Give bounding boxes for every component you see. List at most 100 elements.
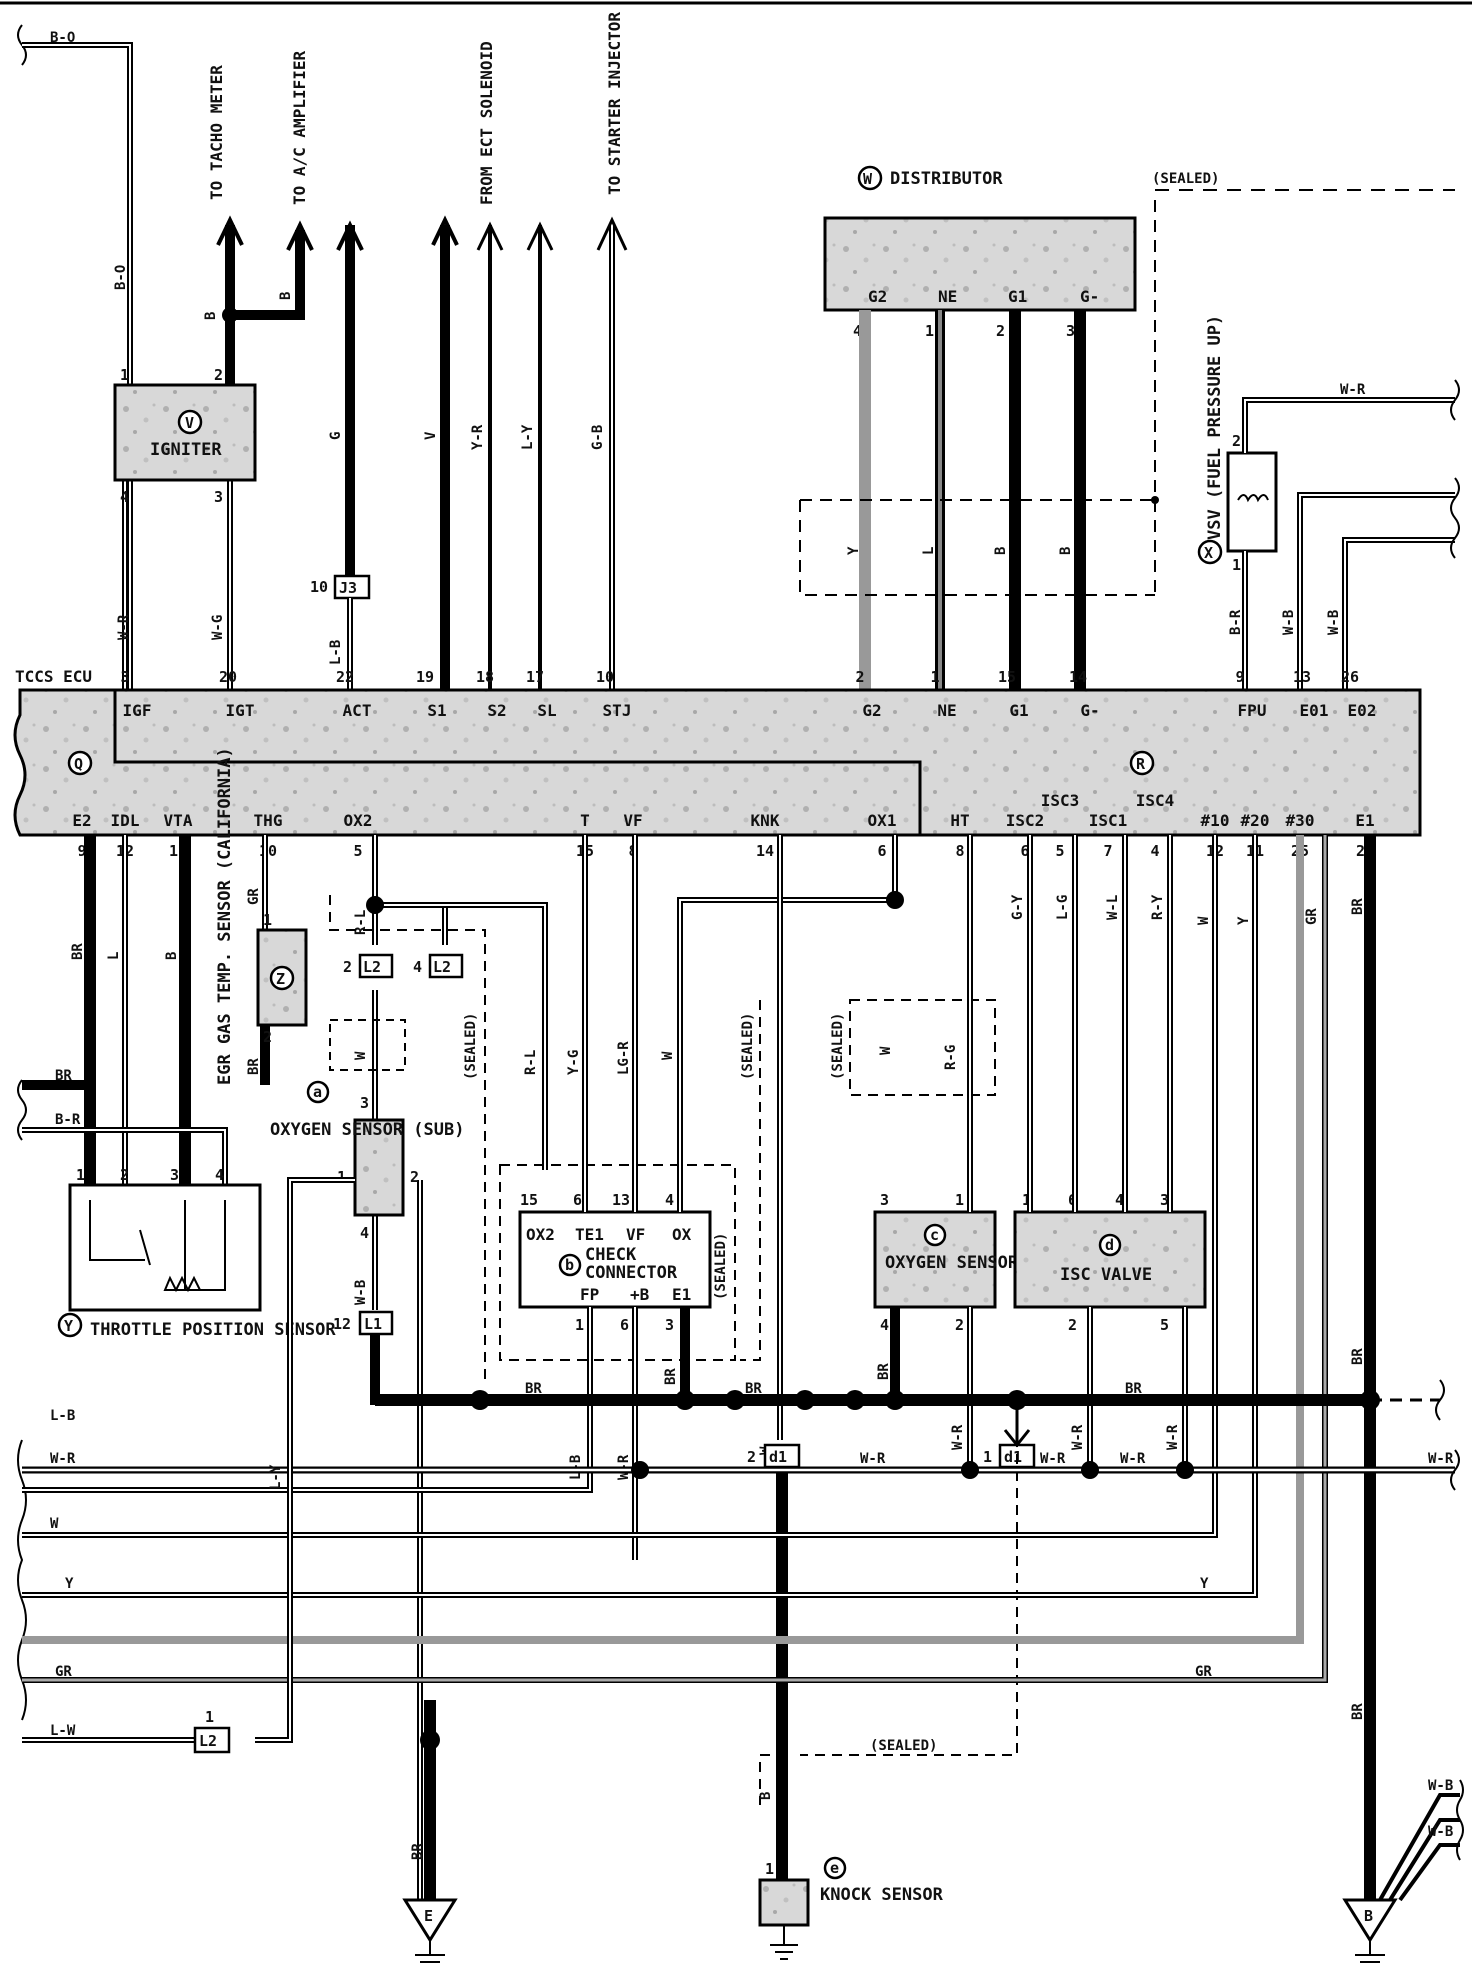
ecu-lower-pin-ox2: 5	[353, 842, 362, 860]
wr-bus	[22, 1449, 1460, 1491]
isc-name: ISC VALVE	[1060, 1265, 1152, 1285]
throttle-pin-3: 3	[170, 1166, 179, 1184]
distributor-term-g-: G-	[1080, 287, 1099, 306]
throttle-wires	[22, 835, 270, 1185]
ecu-lower-pin-isc4: 4	[1150, 842, 1159, 860]
wire-v-label: V	[423, 431, 439, 440]
ecu-lower-term-knk: KNK	[751, 811, 780, 830]
distributor-term-g1: G1	[1008, 287, 1027, 306]
ecu-upper-term-sl: SL	[537, 701, 556, 720]
igniter-letter: V	[185, 414, 194, 432]
ecu-upper-term-igf: IGF	[123, 701, 152, 720]
splice-tacho	[222, 307, 238, 323]
wire-yr-label: Y-R	[470, 424, 486, 450]
ecu-upper-term-igt: IGT	[226, 701, 255, 720]
left-break-bottom	[17, 1439, 27, 1721]
connector-l1-label: L1	[364, 1315, 382, 1333]
knk-wire	[776, 835, 788, 1890]
check-term-vf: VF	[626, 1225, 645, 1244]
distributor-pin-3: 3	[1066, 322, 1075, 340]
wire-br-vsv: B-R	[1228, 609, 1244, 635]
wire-lw-left: L-W	[50, 1723, 76, 1739]
ecu-lower-pin-e2: 9	[77, 842, 86, 860]
wire-lr-left: B-R	[55, 1112, 81, 1128]
ecu-title: TCCS ECU	[15, 667, 92, 686]
wire-wb-ox2: W-B	[353, 1280, 369, 1305]
check-pin-15: 15	[520, 1191, 538, 1209]
wire-w-10: W	[1196, 916, 1212, 925]
ecu-lower-term-vta: VTA	[164, 811, 193, 830]
igniter-letter-circle	[177, 409, 203, 435]
connector-l2a-label: L2	[363, 958, 381, 976]
throttle-letter: Y	[64, 1317, 73, 1335]
wire-ry: R-Y	[1150, 894, 1166, 920]
ecu-lower-term-isc2: ISC2	[1006, 811, 1045, 830]
vsv-pin-1: 1	[1232, 556, 1241, 574]
egr-pin-2: 2	[263, 1028, 272, 1046]
destination-arrows	[216, 215, 628, 690]
wire-wg-igniter: W-G	[210, 615, 226, 640]
wire-gb-label: G-B	[590, 425, 606, 450]
wire-wr-bus-3: W-R	[1120, 1451, 1146, 1467]
wire-bo	[22, 42, 133, 690]
ecu-lower-term-n20: #20	[1241, 811, 1270, 830]
oxygen-main-pin-1: 1	[955, 1191, 964, 1209]
egr-letter: Z	[276, 970, 285, 988]
throttle-sensor: 1 2 3 4 Y THROTTLE POSITION SENSOR	[57, 1166, 336, 1340]
ecu-upper-pin-fpu: 9	[1235, 668, 1244, 686]
left-break-mid	[17, 1079, 27, 1141]
isc-pin-4: 4	[1115, 1191, 1124, 1209]
ground-e: E	[402, 1700, 458, 1963]
br-ground-bus	[375, 1379, 1445, 1421]
check-pin-13: 13	[612, 1191, 630, 1209]
wire-wb-e01: W-B	[1281, 610, 1297, 635]
connector-j3: J3 10	[310, 574, 371, 690]
sealed-label-l2: (SEALED)	[463, 1013, 479, 1080]
check-wires	[22, 835, 898, 1560]
connector-l1: L1 12	[333, 1310, 394, 1336]
wire-rl-check: R-L	[523, 1050, 539, 1075]
wire-gr-right: GR	[1195, 1664, 1212, 1680]
wire-rl-ox2: R-L	[353, 910, 369, 935]
ecu-upper-term-s2: S2	[487, 701, 506, 720]
oxygen-main-pin-4: 4	[880, 1316, 889, 1334]
wire-ly-sub: L-Y	[268, 1464, 284, 1490]
wire-wl: W-L	[1105, 895, 1121, 920]
check-term-fp: FP	[580, 1285, 599, 1304]
ecu-lower-pin-isc3: 5	[1055, 842, 1064, 860]
isc-wires	[1027, 835, 1188, 1470]
oxygen-sub-pin-2: 2	[410, 1168, 419, 1186]
left-harness	[17, 24, 27, 1721]
wire-br-e1-bot: BR	[1350, 1703, 1366, 1720]
ecu-upper-term-g-: G-	[1080, 701, 1099, 720]
sealed-check-box	[499, 1164, 736, 1361]
ecu-lower-pin-isc2: 6	[1020, 842, 1029, 860]
wire-w-ox2: W	[353, 1051, 369, 1060]
ecu-upper-term-g1: G1	[1009, 701, 1028, 720]
sealed-l2-path	[329, 895, 486, 1380]
wire-wr-ht: W-R	[950, 1424, 966, 1450]
wire-gr-thg: GR	[246, 888, 262, 905]
egr-sensor: Z EGR GAS TEMP. SENSOR (CALIFORNIA) 1 2	[215, 747, 308, 1085]
ecu-upper-pin-e01: 13	[1293, 668, 1311, 686]
check-pin-1: 1	[575, 1316, 584, 1334]
ecu-lower-terminals: E29IDL12VTA11THG10OX25T15VF8KNK14OX16HT8…	[72, 791, 1374, 860]
wire-gy: G-Y	[1010, 894, 1026, 920]
igniter: V IGNITER 1 2 4 3	[113, 366, 257, 690]
wire-br-e1-mid: BR	[1350, 1348, 1366, 1365]
knock-letter: e	[830, 1859, 839, 1877]
check-term-ox2: OX2	[526, 1225, 555, 1244]
ecu-lower-term-isc4: ISC4	[1136, 791, 1175, 810]
egr-pin-1: 1	[263, 911, 272, 929]
throttle-name: THROTTLE POSITION SENSOR	[90, 1320, 336, 1340]
ecu-lower-term-ox2: OX2	[344, 811, 373, 830]
wire-g-label: G	[328, 432, 344, 440]
distributor-letter: W	[863, 170, 873, 188]
oxygen-main-pin-3: 3	[880, 1191, 889, 1209]
wire-y-right: Y	[1200, 1576, 1209, 1592]
ecu-right-letter: R	[1136, 755, 1146, 773]
isc-valve: d ISC VALVE 1 6 4 3 2 5	[1013, 1191, 1207, 1334]
sealed-dist-box	[799, 500, 1155, 596]
ecu-upper-pin-sl: 17	[526, 668, 544, 686]
connector-l2b-pin: 4	[413, 958, 422, 976]
